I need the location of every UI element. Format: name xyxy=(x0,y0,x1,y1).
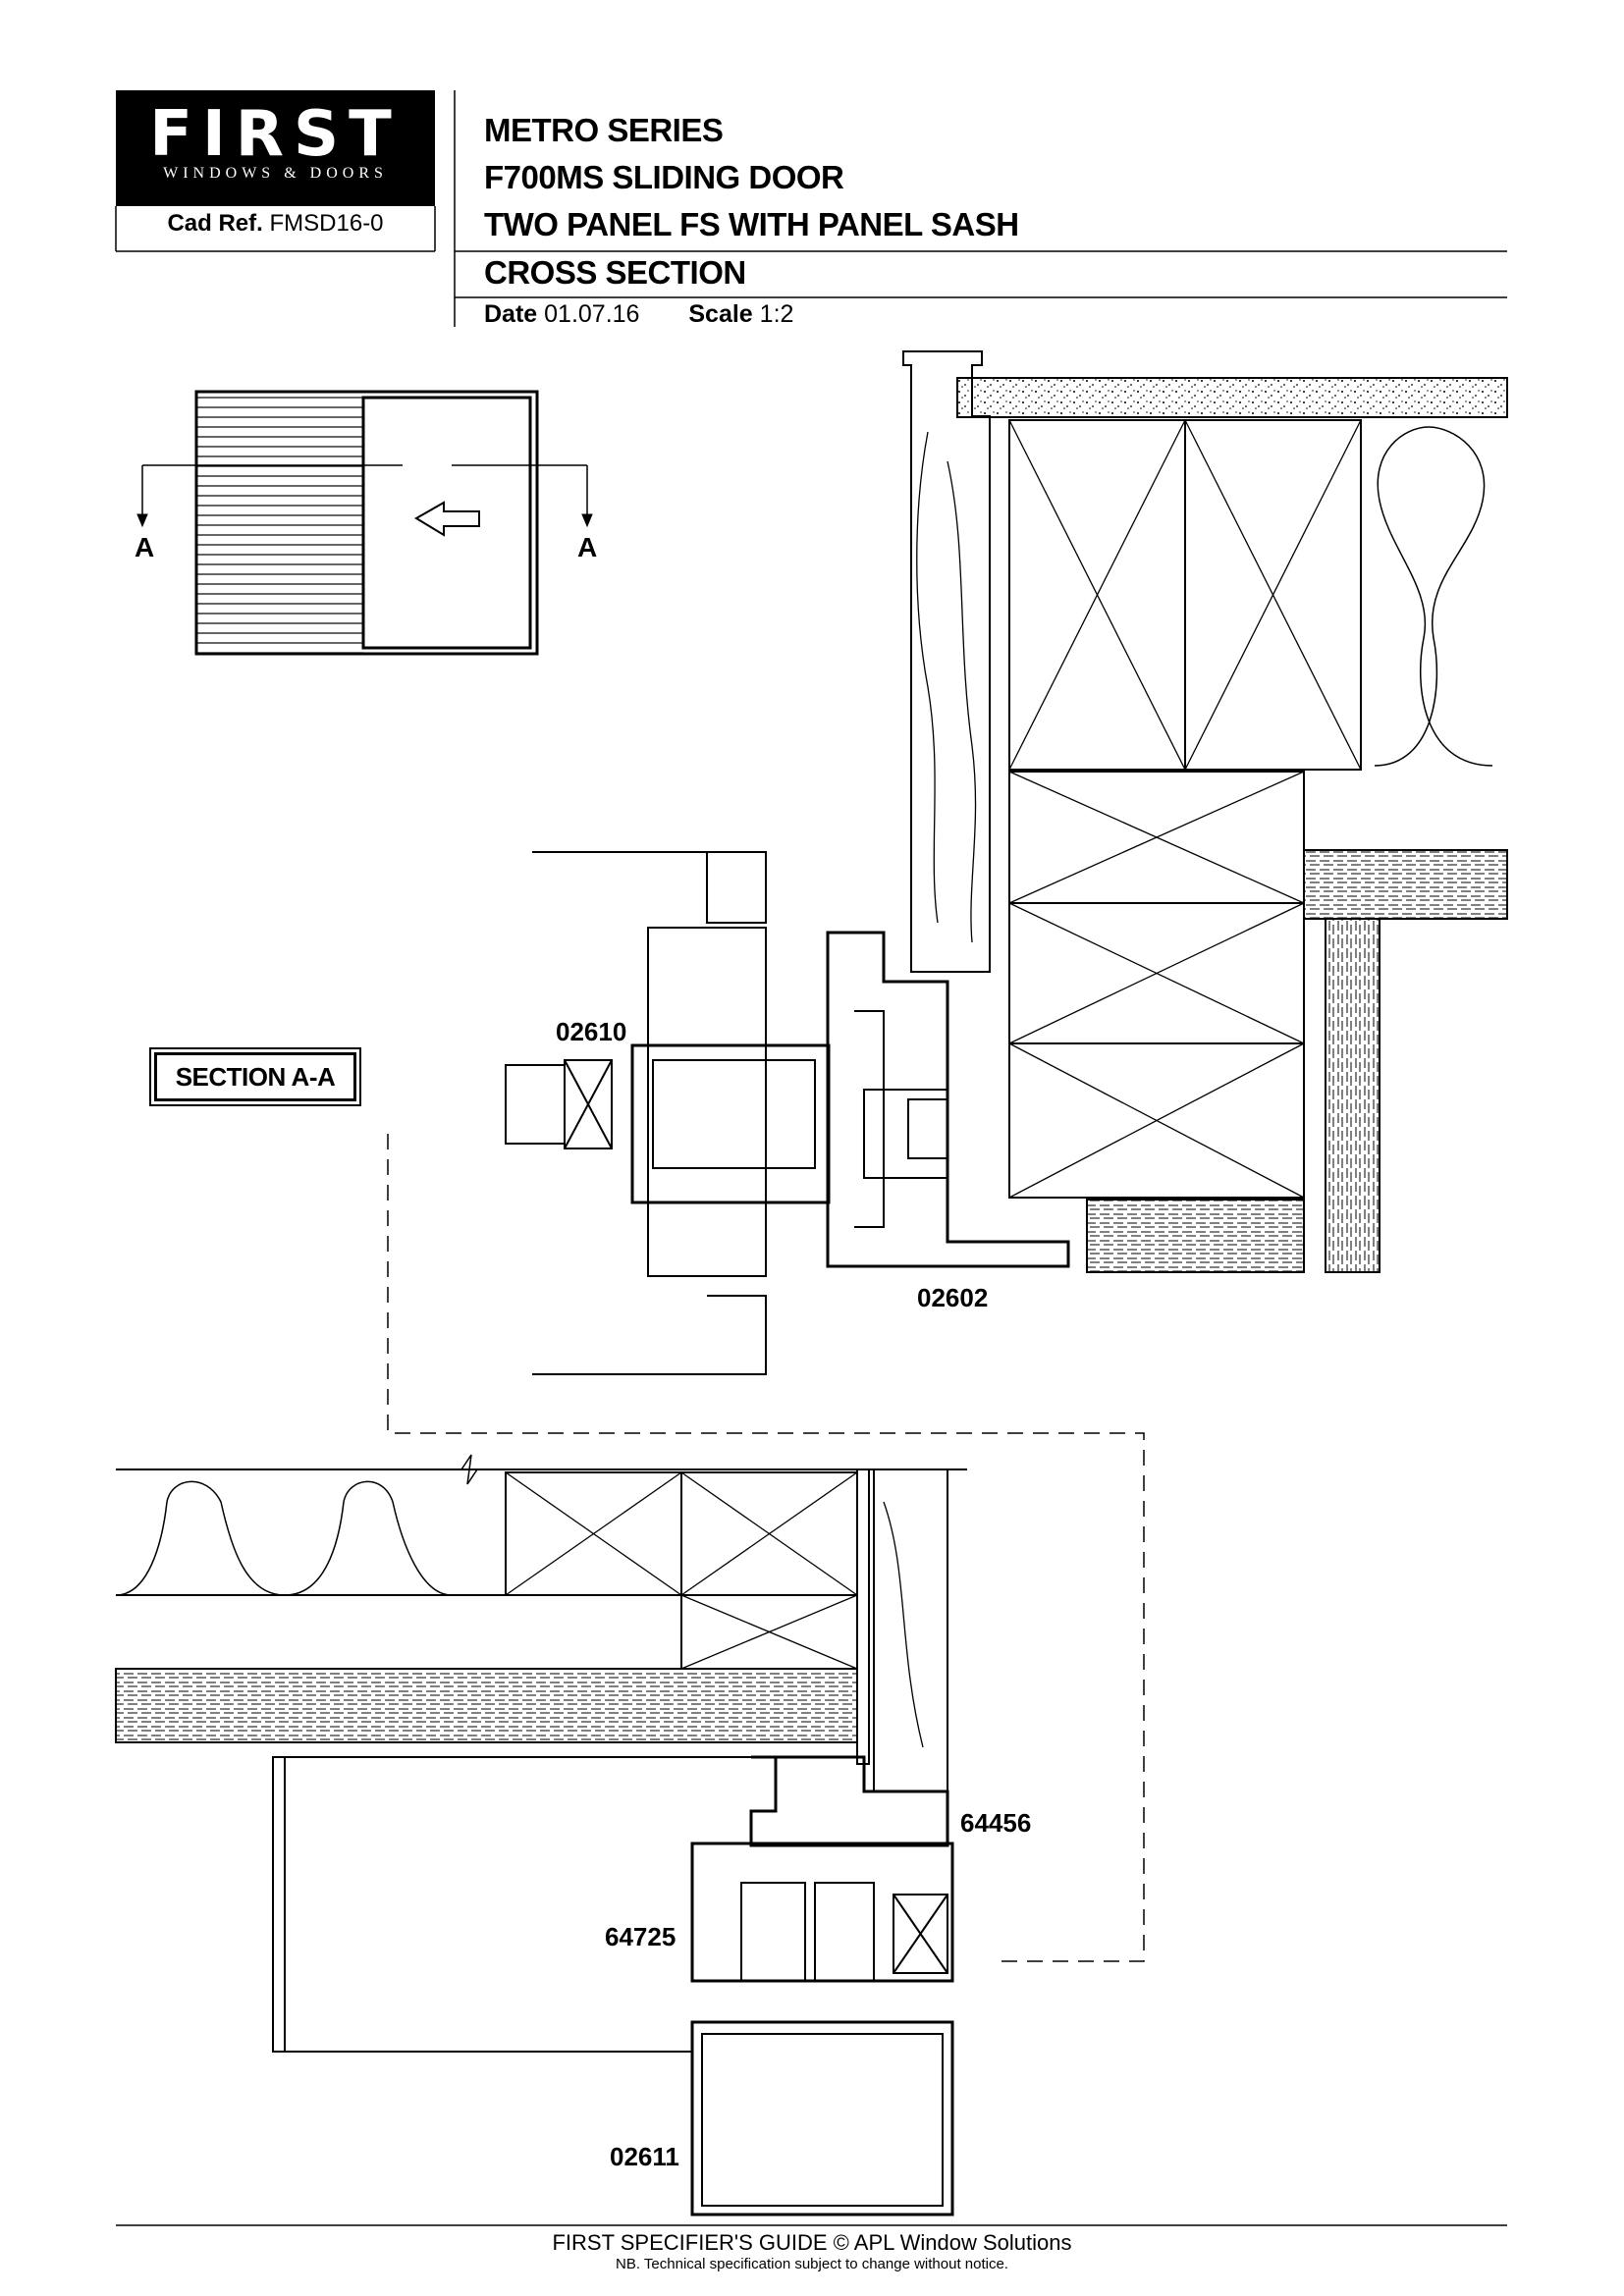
date-label: Date xyxy=(484,300,538,328)
brand-logo: FIRST WINDOWS & DOORS xyxy=(116,90,435,206)
configuration-title: TWO PANEL FS WITH PANEL SASH xyxy=(484,206,1019,242)
cad-ref-label: Cad Ref. xyxy=(167,210,263,237)
cad-ref-value: FMSD16-0 xyxy=(269,210,384,237)
head-structure xyxy=(902,350,1508,1273)
key-plan xyxy=(136,390,593,656)
section-marker-right: A xyxy=(577,532,598,562)
footer-note: NB. Technical specification subject to c… xyxy=(616,2256,1008,2272)
profile-label-top-frame: 02602 xyxy=(917,1283,989,1312)
series-title: METRO SERIES xyxy=(484,112,724,148)
section-title: SECTION A-A xyxy=(154,1052,356,1101)
profile-label-bottom-sill: 02611 xyxy=(610,2142,679,2171)
profile-label-bottom-frame-a: 64456 xyxy=(960,1808,1032,1838)
detail-leader xyxy=(387,1134,1145,1962)
scale-label: Scale xyxy=(688,300,753,328)
head-profiles xyxy=(505,851,1070,1375)
sill-structure xyxy=(115,1454,967,2216)
section-marker-left: A xyxy=(135,532,155,562)
title-block-rules xyxy=(115,90,1507,327)
cad-reference: Cad Ref. FMSD16-0 xyxy=(116,210,435,238)
date-value: 01.07.16 xyxy=(544,300,640,328)
profile-label-top-sash: 02610 xyxy=(556,1017,627,1046)
logo-tagline: WINDOWS & DOORS xyxy=(163,165,388,182)
date-scale-line: Date 01.07.16 Scale 1:2 xyxy=(484,300,793,329)
logo-wordmark: FIRST xyxy=(149,98,402,171)
footer-guide: FIRST SPECIFIER'S GUIDE © APL Window Sol… xyxy=(552,2230,1072,2255)
scale-value: 1:2 xyxy=(759,300,794,328)
profile-label-bottom-frame-b: 64725 xyxy=(605,1922,677,1951)
product-title: F700MS SLIDING DOOR xyxy=(484,159,844,195)
view-title: CROSS SECTION xyxy=(484,254,746,291)
